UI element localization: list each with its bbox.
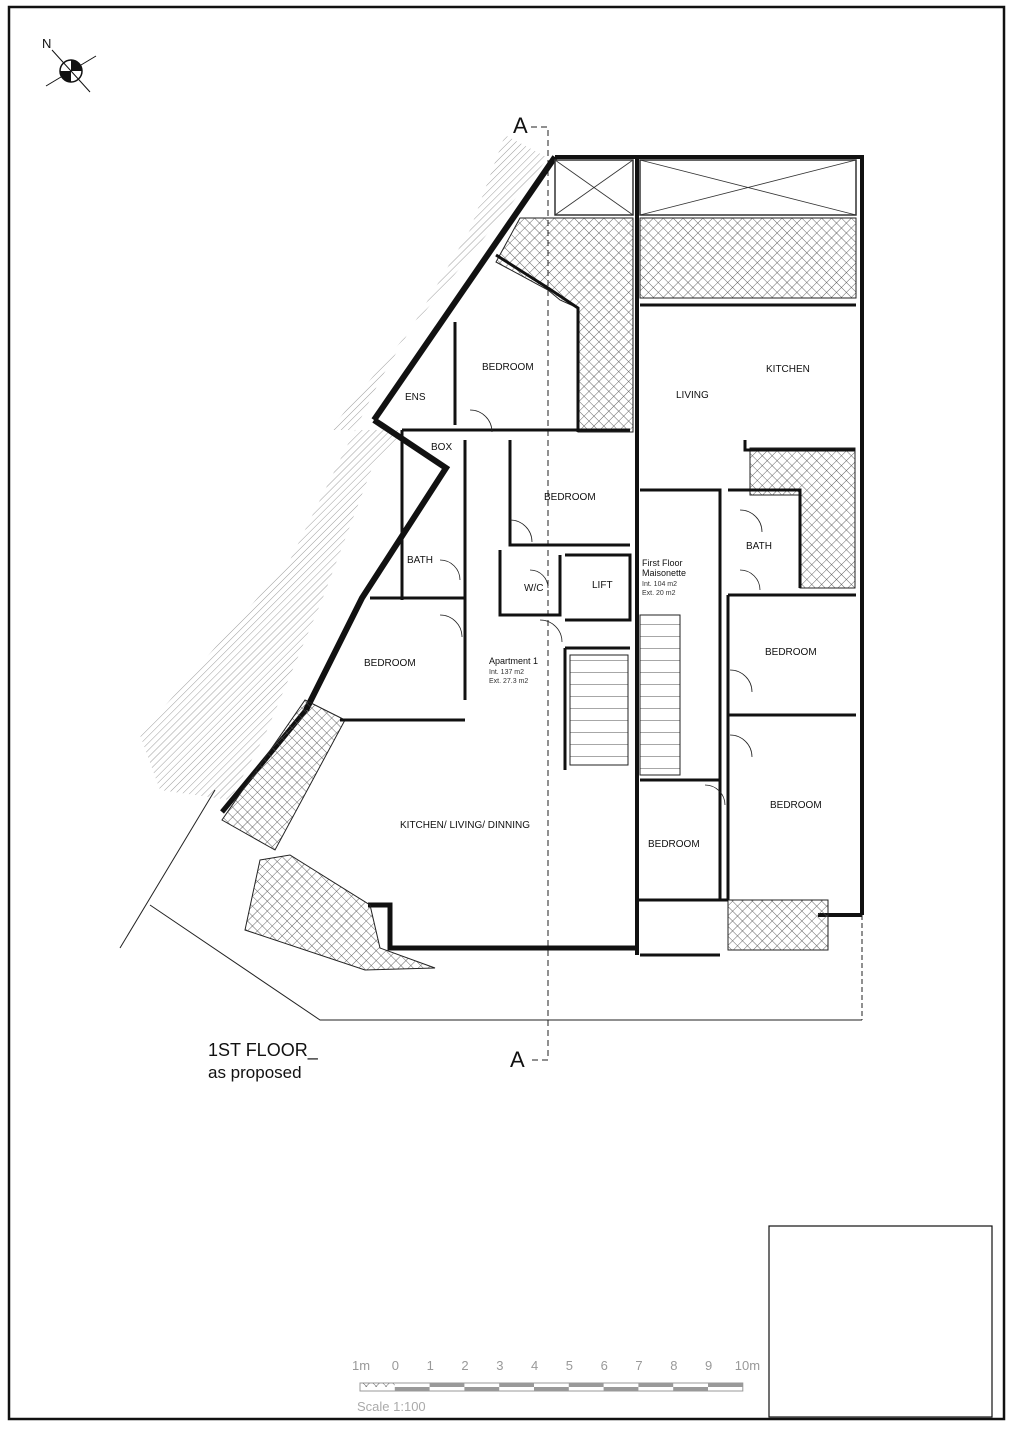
site-boundary [119, 789, 863, 1021]
apartment1-ext: Ext. 27.3 m2 [489, 678, 528, 685]
scale-tick-label: 2 [461, 1358, 468, 1373]
room-ens: ENS [405, 392, 426, 403]
scale-tick-label: 1m [352, 1358, 370, 1373]
unit-labels: Apartment 1 Int. 137 m2 Ext. 27.3 m2 Fir… [489, 558, 686, 685]
section-line: A A [510, 113, 549, 1072]
scale-caption: Scale 1:100 [357, 1399, 426, 1414]
room-bedroom-m2: BEDROOM [770, 800, 822, 811]
scale-tick-label: 7 [635, 1358, 642, 1373]
scale-tick-label: 3 [496, 1358, 503, 1373]
room-box: BOX [431, 442, 452, 453]
north-label: N [42, 36, 51, 51]
room-lift: LIFT [592, 580, 613, 591]
room-bath-maisonette: BATH [746, 541, 772, 552]
section-mark-top: A [513, 113, 528, 138]
room-bedroom-m3: BEDROOM [648, 839, 700, 850]
interior-walls [340, 253, 856, 957]
scale-tick-label: 10m [735, 1358, 760, 1373]
scale-bar-segment [568, 1383, 604, 1387]
title-line-2: as proposed [208, 1063, 302, 1082]
room-bedroom-m1: BEDROOM [765, 647, 817, 658]
scale-bar-segment [603, 1387, 639, 1391]
scale-bar-segment [673, 1387, 708, 1391]
room-living: LIVING [676, 390, 709, 401]
maisonette-name-2: Maisonette [642, 568, 686, 578]
scale-bar-segment [708, 1383, 743, 1387]
scale-tick-label: 0 [392, 1358, 399, 1373]
room-bedroom-top: BEDROOM [482, 362, 534, 373]
room-wc: W/C [524, 583, 543, 594]
scale-bar-segment [429, 1383, 465, 1387]
room-kitchen-living-dinning: KITCHEN/ LIVING/ DINNING [400, 820, 530, 831]
scale-tick-label: 6 [601, 1358, 608, 1373]
room-bath: BATH [407, 555, 433, 566]
apartment1-int: Int. 137 m2 [489, 669, 524, 676]
stairs [569, 614, 681, 776]
title-line-1: 1ST FLOOR_ [208, 1040, 319, 1061]
scale-tick-label: 8 [670, 1358, 677, 1373]
terrain-hatch [140, 135, 548, 800]
maisonette-name-1: First Floor [642, 558, 683, 568]
scale-bar-checker [360, 1383, 395, 1387]
scale-bar-segment [464, 1387, 500, 1391]
room-labels: BEDROOM ENS BOX BEDROOM BATH W/C LIFT BE… [364, 362, 822, 850]
scale-tick-label: 4 [531, 1358, 538, 1373]
scale-tick-label: 5 [566, 1358, 573, 1373]
room-kitchen: KITCHEN [766, 364, 810, 375]
room-bedroom-left: BEDROOM [364, 658, 416, 669]
scale-bar: 1m 0 1 2 3 4 5 6 7 8 9 10m [352, 1358, 760, 1392]
scale-tick-label: 1 [427, 1358, 434, 1373]
sheet-border [7, 5, 1006, 1421]
scale-bar-segment [394, 1387, 430, 1391]
scale-bar-segment [638, 1383, 674, 1387]
scale-tick-label: 9 [705, 1358, 712, 1373]
title-block [768, 1225, 993, 1418]
maisonette-int: Int. 104 m2 [642, 581, 677, 588]
hatched-areas [221, 217, 857, 971]
scale-bar-segment [499, 1383, 534, 1387]
door-swings [439, 409, 763, 806]
top-terraces [554, 159, 857, 216]
maisonette-ext: Ext. 20 m2 [642, 590, 676, 597]
room-bedroom-mid: BEDROOM [544, 492, 596, 503]
section-mark-bottom: A [510, 1047, 525, 1072]
drawing-title: 1ST FLOOR_ as proposed [208, 1040, 319, 1082]
scale-bar-segment [534, 1387, 569, 1391]
north-arrow: N [42, 36, 97, 93]
apartment1-name: Apartment 1 [489, 656, 538, 666]
